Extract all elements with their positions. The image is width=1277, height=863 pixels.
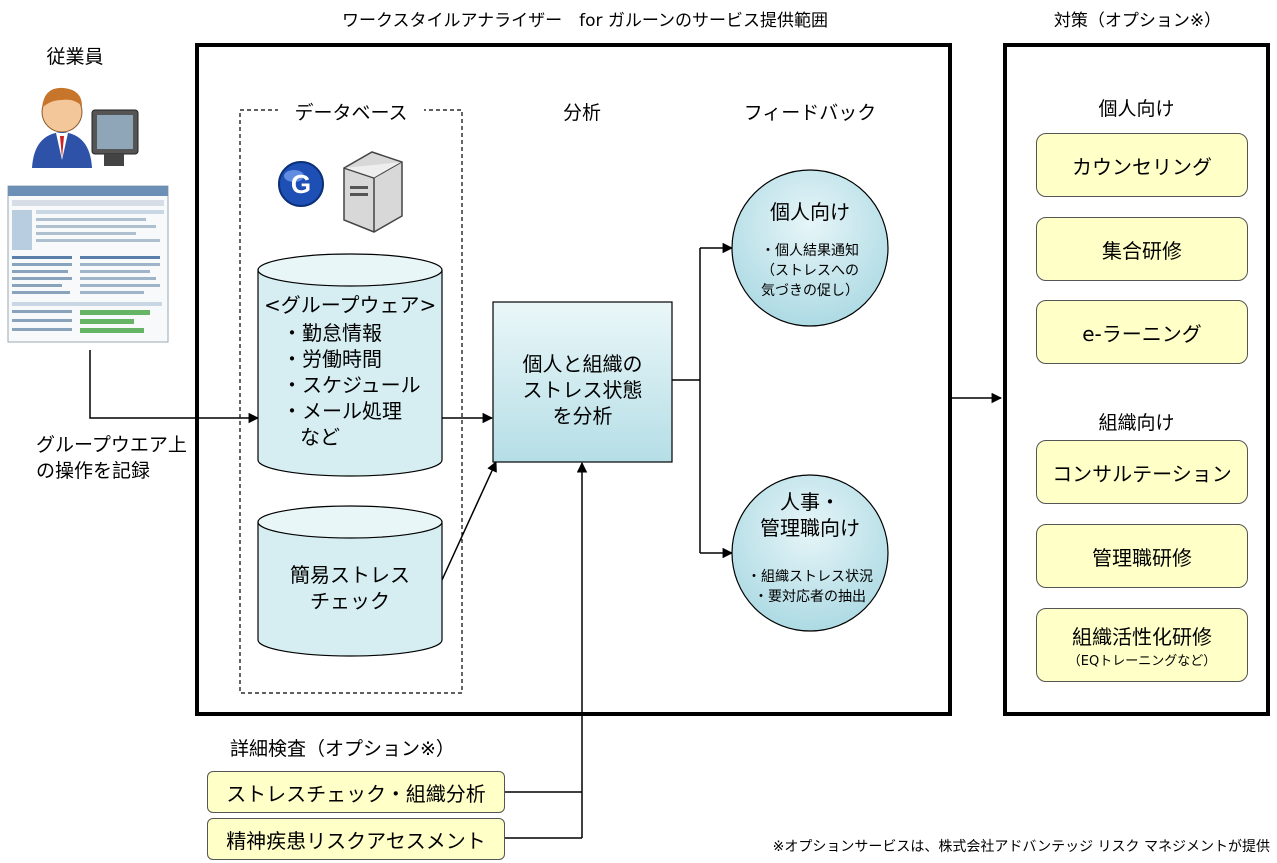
- measure-consultation: コンサルテーション: [1036, 440, 1248, 504]
- groupware-item: ・メール処理: [282, 399, 402, 423]
- groupware-item: ・勤怠情報: [282, 321, 382, 345]
- org-feedback-circle: [731, 474, 889, 632]
- analysis-title: 分析: [562, 102, 601, 124]
- analysis-text: を分析: [552, 404, 613, 428]
- detail-stress-check-org: ストレスチェック・組織分析: [207, 771, 505, 813]
- measure-label: カウンセリング: [1072, 154, 1212, 179]
- groupware-item: ・労働時間: [282, 347, 382, 371]
- org-feedback-text: ・組織ストレス状況: [747, 569, 873, 585]
- arrow-stresscheck-to-analysis: [441, 461, 497, 581]
- measure-label: 組織活性化研修: [1072, 625, 1212, 649]
- svg-text:G: G: [291, 169, 311, 199]
- garoon-logo-icon: G: [278, 161, 324, 207]
- analysis-text: ストレス状態: [522, 378, 643, 402]
- measure-group-training: 集合研修: [1036, 217, 1248, 281]
- groupware-screenshot-thumbnail: [7, 185, 169, 343]
- service-scope-title: ワークスタイルアナライザー for ガルーンのサービス提供範囲: [341, 11, 829, 31]
- arrow-employee-to-groupware: [89, 350, 260, 424]
- groupware-etc: など: [300, 425, 340, 449]
- detail-title: 詳細検査（オプション※）: [230, 738, 455, 760]
- individual-feedback-title: 個人向け: [770, 200, 850, 224]
- stress-check-cylinder: [257, 505, 443, 657]
- individual-feedback-text: 気づきの促し）: [761, 283, 859, 299]
- measure-org-activation: 組織活性化研修 （EQトレーニングなど）: [1036, 608, 1248, 682]
- measure-label: コンサルテーション: [1052, 461, 1232, 486]
- measure-elearning: e-ラーニング: [1036, 300, 1248, 364]
- measure-label: 集合研修: [1102, 238, 1182, 263]
- groupware-cylinder: [257, 253, 443, 477]
- footnote: ※オプションサービスは、株式会社アドバンテッジ リスク マネジメントが提供: [772, 839, 1270, 855]
- employee-action-line2: の操作を記録: [36, 460, 151, 482]
- employee-label: 従業員: [46, 46, 104, 68]
- analysis-box: [492, 301, 673, 463]
- individual-feedback-text: （ストレスへの: [761, 263, 859, 279]
- service-scope-box: [195, 43, 952, 716]
- individual-feedback-text: ・個人結果通知: [761, 243, 859, 259]
- database-title: データベース: [278, 98, 424, 125]
- stress-check-label: チェック: [310, 589, 390, 613]
- feedback-title: フィードバック: [743, 102, 877, 124]
- measure-manager-training: 管理職研修: [1036, 524, 1248, 588]
- measures-box: [1003, 43, 1270, 716]
- detail-label: ストレスチェック・組織分析: [226, 781, 486, 806]
- server-icon: [343, 151, 403, 233]
- database-dashed-border: [239, 109, 463, 694]
- individual-feedback-circle: [731, 169, 889, 327]
- measure-label: 管理職研修: [1092, 545, 1192, 570]
- groupware-title: <グループウェア>: [264, 293, 437, 317]
- analysis-text: 個人と組織の: [522, 352, 643, 376]
- measures-individual-title: 個人向け: [1098, 98, 1175, 120]
- measures-org-title: 組織向け: [1098, 412, 1175, 434]
- measure-counseling: カウンセリング: [1036, 133, 1248, 197]
- detail-label: 精神疾患リスクアセスメント: [226, 828, 486, 853]
- measure-label: e-ラーニング: [1082, 321, 1202, 346]
- measures-title: 対策（オプション※）: [1053, 11, 1222, 31]
- stress-check-label: 簡易ストレス: [290, 563, 410, 587]
- org-feedback-text: ・要対応者の抽出: [754, 589, 866, 605]
- employee-person-icon: [32, 87, 139, 168]
- measure-sublabel: （EQトレーニングなど）: [1067, 654, 1217, 669]
- employee-action-line1: グループウエア上: [36, 434, 187, 456]
- groupware-item: ・スケジュール: [282, 373, 421, 397]
- detail-mental-risk: 精神疾患リスクアセスメント: [207, 818, 505, 860]
- org-feedback-title: 管理職向け: [760, 516, 860, 540]
- org-feedback-title: 人事・: [780, 490, 840, 514]
